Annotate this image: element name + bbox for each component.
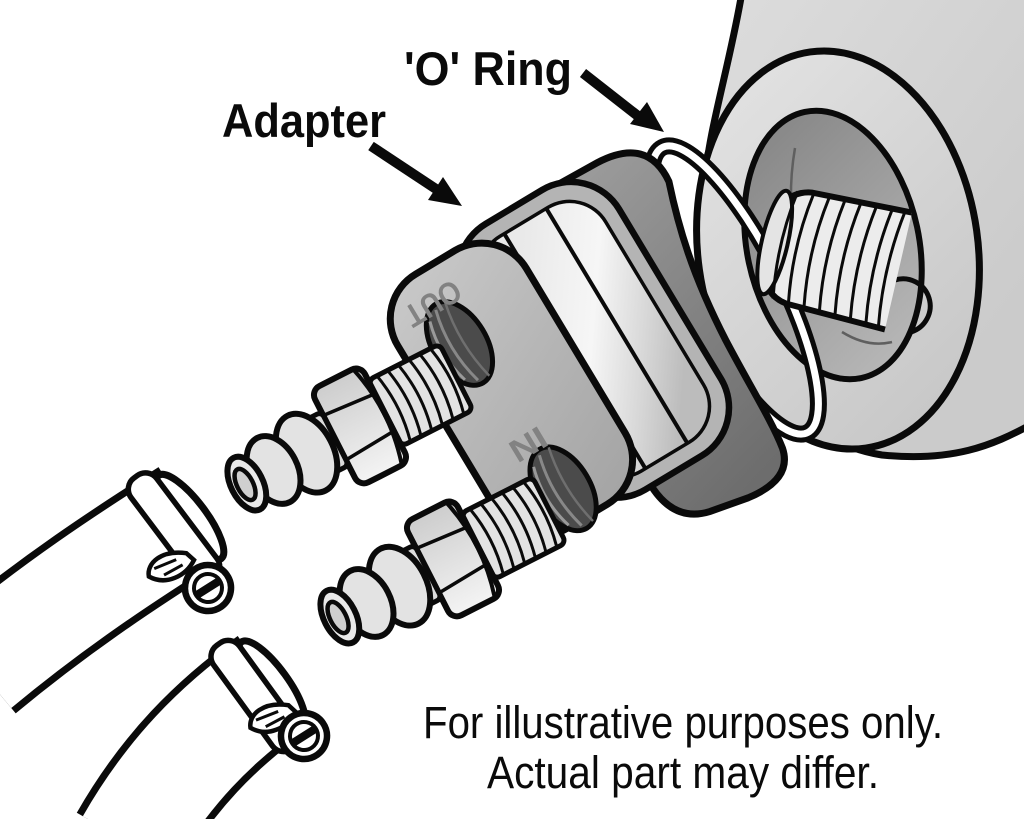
adapter-facet-line-2 — [545, 208, 689, 444]
adapter-body: OUT IN — [386, 149, 788, 614]
adapter-arrow — [368, 141, 462, 206]
hose-upper — [0, 467, 235, 714]
o-ring-arrow — [579, 69, 664, 132]
recess-scratch-lower — [841, 330, 893, 345]
barb-fitting-in — [301, 462, 574, 672]
adapter-label: Adapter — [222, 94, 386, 147]
hose-clamp-upper — [125, 470, 235, 614]
threaded-stud — [755, 188, 913, 333]
recess-drain-hole — [894, 276, 933, 335]
disclaimer-line-1: For illustrative purposes only. — [423, 697, 943, 748]
hose-clamp-lower — [208, 637, 330, 763]
hose-lower — [76, 635, 331, 819]
disclaimer-line-2: Actual part may differ. — [487, 747, 879, 798]
disclaimer-text: For illustrative purposes only. Actual p… — [423, 697, 943, 798]
o-ring-label: 'O' Ring — [404, 42, 572, 95]
